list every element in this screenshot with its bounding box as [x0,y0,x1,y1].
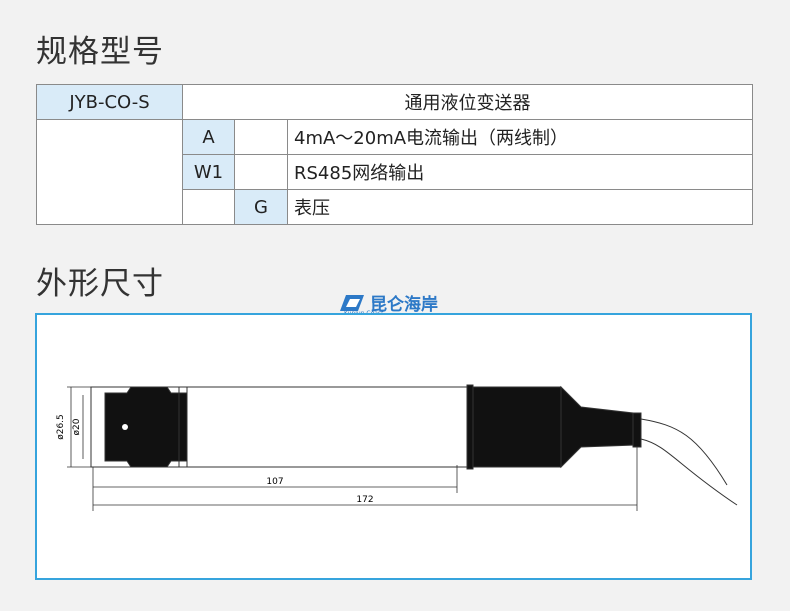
spec-table: JYB-CO-S 通用液位变送器 A 4mA～20mA电流输出（两线制） W1 … [36,84,753,225]
code-cell: G [234,189,288,225]
inner-diameter-label: ø20 [72,418,82,435]
table-row: JYB-CO-S 通用液位变送器 [36,84,753,120]
body-length-label: 107 [266,477,283,487]
product-name-cell: 通用液位变送器 [182,84,753,120]
outer-diameter-label: ø26.5 [56,414,66,440]
logo-mark-icon [340,294,364,311]
empty-cell [234,154,288,190]
table-row: A 4mA～20mA电流输出（两线制） [36,119,753,225]
section-title-spec: 规格型号 [36,34,164,70]
model-cell: JYB-CO-S [36,84,183,120]
logo-text: 昆仑海岸 [370,295,438,315]
table-row: G 表压 [37,189,753,225]
description-cell: RS485网络输出 [287,154,753,190]
empty-cell [234,119,288,155]
description-cell: 4mA～20mA电流输出（两线制） [287,119,753,155]
total-length-label: 172 [356,495,373,505]
empty-cell [36,119,183,225]
section-title-dimensions: 外形尺寸 [36,266,164,302]
empty-cell [182,189,235,225]
drawing-frame: ø26.5 ø20 107 172 [35,313,752,580]
description-cell: 表压 [287,189,753,225]
brand-logo: 昆仑海岸 Kunlun Coast [340,290,438,317]
code-cell: W1 [182,154,235,190]
sensor-drawing: ø26.5 ø20 107 172 [56,384,738,511]
table-row: W1 RS485网络输出 [37,154,753,190]
code-cell: A [182,119,235,155]
